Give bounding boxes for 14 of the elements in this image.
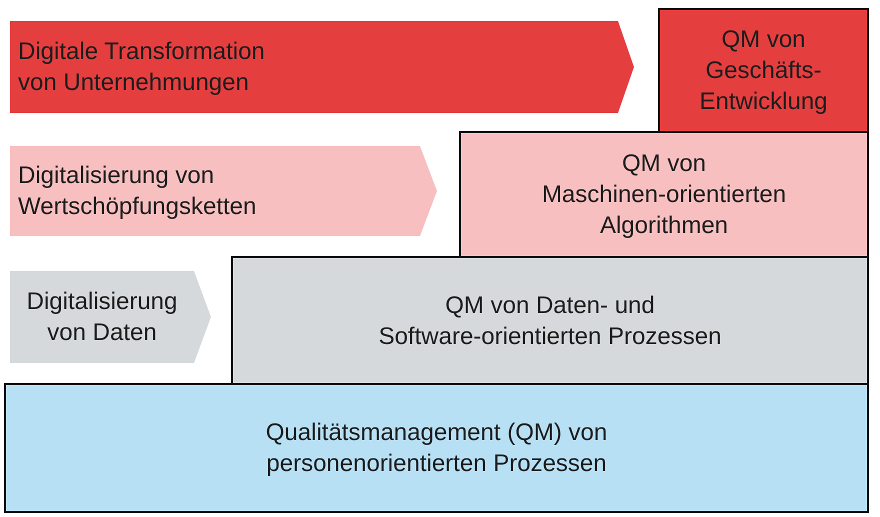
banner-label: Digitalisierung von Daten — [26, 287, 178, 348]
level-box — [4, 383, 869, 513]
banner-label: Digitalisierung von Wertschöpfungsketten — [18, 161, 258, 222]
chevron-banner — [10, 271, 211, 363]
level-box — [459, 131, 869, 258]
level-label: QM von Maschinen-orientierten Algorithmen — [540, 149, 788, 241]
chevron-banner — [10, 146, 437, 236]
level-label: QM von Geschäfts- Entwicklung — [698, 25, 829, 117]
level-label: Qualitätsmanagement (QM) von personenorientierten Prozessen — [264, 418, 608, 479]
level-box — [658, 8, 869, 133]
level-label: QM von Daten- und Software-orientierten Prozessen — [378, 290, 722, 352]
chevron-banner — [10, 21, 634, 113]
level-box — [231, 256, 869, 385]
banner-label: Digitale Transformation von Unternehmungen — [18, 37, 266, 98]
